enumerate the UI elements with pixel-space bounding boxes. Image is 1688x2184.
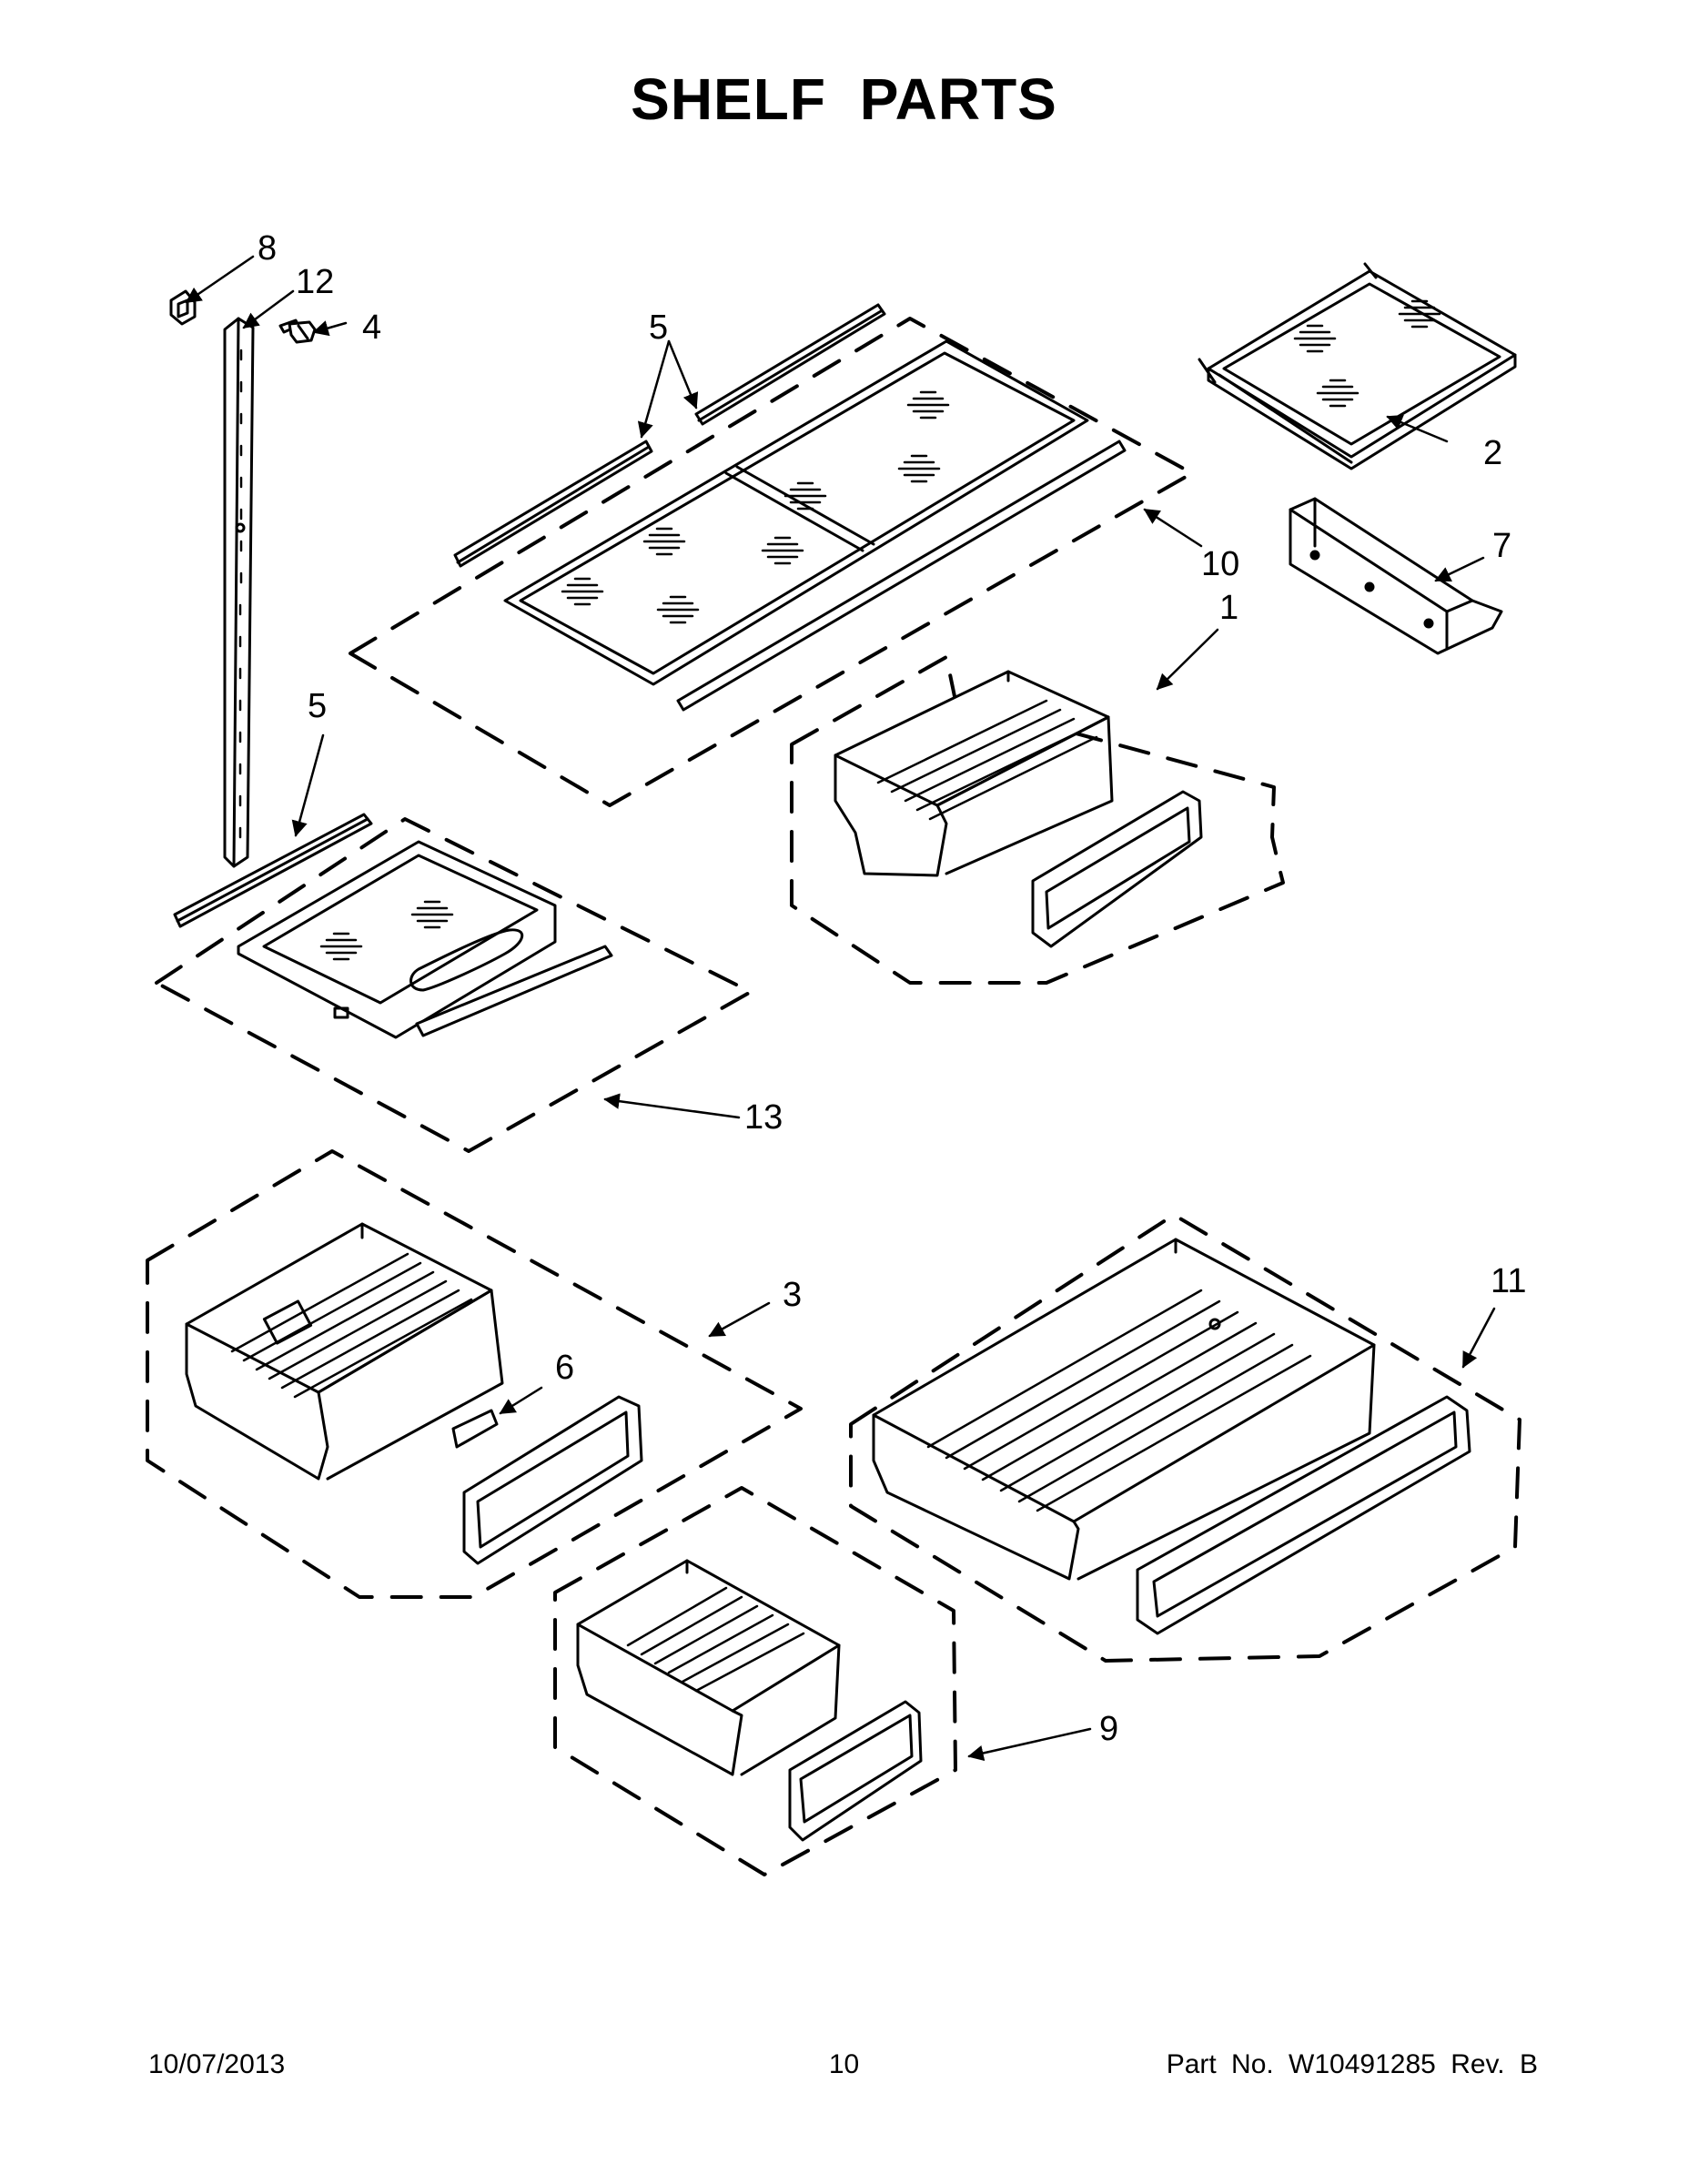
part-3-deli-drawer bbox=[146, 1149, 803, 1599]
part-9-small-drawer bbox=[553, 1486, 957, 1876]
page-title: SHELF PARTS bbox=[631, 66, 1057, 132]
part-13-lower-shelf bbox=[155, 813, 753, 1153]
part-7-trough bbox=[1289, 497, 1503, 655]
callout-3: 3 bbox=[783, 1276, 802, 1314]
callout-5-lower: 5 bbox=[308, 687, 327, 725]
callout-6: 6 bbox=[555, 1349, 574, 1387]
callout-12: 12 bbox=[296, 263, 334, 301]
part-8-clip bbox=[169, 289, 197, 326]
leader-arrows bbox=[185, 255, 1496, 1762]
callout-7: 7 bbox=[1492, 527, 1511, 565]
callout-11: 11 bbox=[1491, 1262, 1526, 1300]
part-12-shelf-rail bbox=[223, 317, 255, 868]
footer-part-number: Part No. W10491285 Rev. B bbox=[1166, 2049, 1538, 2079]
callout-9: 9 bbox=[1099, 1710, 1118, 1748]
footer-date: 10/07/2013 bbox=[148, 2049, 286, 2079]
callout-2: 2 bbox=[1483, 434, 1502, 472]
callout-labels: 8 12 4 5 2 7 10 1 5 13 3 6 11 9 bbox=[258, 229, 1526, 1748]
callout-5-upper: 5 bbox=[649, 308, 668, 347]
callout-8: 8 bbox=[258, 229, 277, 268]
callout-10: 10 bbox=[1201, 545, 1239, 583]
part-4-screw bbox=[278, 318, 317, 344]
part-2-small-shelf bbox=[1198, 262, 1517, 470]
callout-1: 1 bbox=[1219, 589, 1238, 627]
part-11-large-drawer bbox=[849, 1213, 1521, 1663]
callout-13: 13 bbox=[744, 1098, 783, 1137]
part-1-crisper-drawer bbox=[790, 655, 1285, 985]
callout-4: 4 bbox=[362, 308, 381, 347]
part-10-glass-shelf-assembly bbox=[349, 303, 1194, 807]
footer-page-number: 10 bbox=[828, 2049, 860, 2079]
